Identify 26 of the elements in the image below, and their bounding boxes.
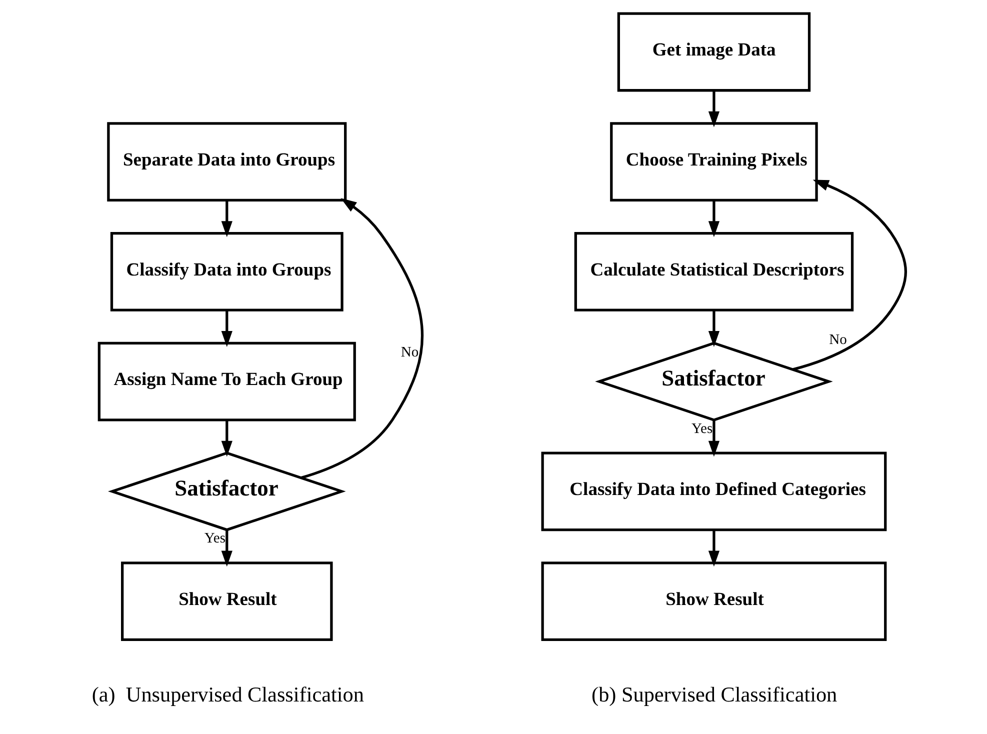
arrow [300, 198, 424, 480]
node-box: Get image Data [617, 12, 811, 92]
node-box: Classify Data into Groups [110, 232, 344, 312]
node-box: Assign Name To Each Group [98, 342, 356, 422]
arrow [708, 420, 720, 457]
node-box: Choose Training Pixels [610, 122, 818, 202]
node-box: Show Result [541, 562, 887, 641]
edge-label: Yes [691, 420, 713, 437]
label: (a) Unsupervised Classification [92, 682, 364, 707]
label: (b) Supervised Classification [592, 682, 838, 707]
node-diamond: Satisfactor [108, 452, 346, 532]
arrow [708, 310, 720, 347]
arrow [221, 530, 232, 567]
arrow [708, 90, 720, 128]
node-box: Show Result [121, 562, 333, 641]
node-box: Calculate Statistical Descriptors [574, 232, 854, 312]
arrow [708, 200, 720, 238]
arrow [221, 200, 232, 238]
arrow [792, 180, 907, 371]
node-box: Classify Data into Defined Categories [541, 452, 887, 532]
edge-label: No [400, 344, 419, 361]
arrow [708, 530, 720, 567]
node-box: Separate Data into Groups [107, 122, 347, 202]
arrow [221, 420, 232, 457]
arrow [221, 310, 232, 347]
edge-label: Yes [204, 530, 226, 547]
